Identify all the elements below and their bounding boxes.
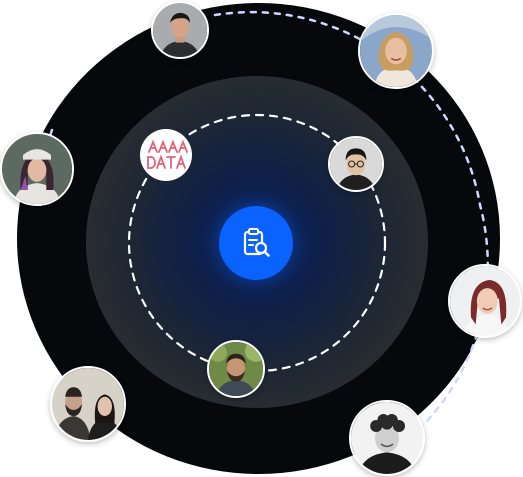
person-photo: [209, 342, 263, 396]
avatar-woman-purple-hair[interactable]: [0, 132, 74, 206]
person-photo: [351, 402, 423, 474]
clipboard-search-icon: [243, 228, 270, 257]
avatar-man-curly-hair[interactable]: [349, 400, 425, 476]
outer-dashed-orbit: [213, 10, 489, 452]
avatar-woman-blonde[interactable]: [358, 13, 434, 89]
avatar-couple[interactable]: [50, 366, 126, 442]
brand-logo-icon: [147, 139, 188, 169]
person-photo: [153, 3, 207, 57]
avatar-woman-red-hair[interactable]: [448, 264, 522, 338]
avatar-man-beard[interactable]: [207, 340, 265, 398]
avatar-man-short-hair[interactable]: [151, 1, 209, 59]
brand-logo: [140, 129, 192, 181]
person-photo: [330, 138, 382, 190]
avatar-man-glasses[interactable]: [328, 136, 384, 192]
person-photo: [450, 266, 520, 336]
person-photo: [2, 134, 72, 204]
review-button[interactable]: [219, 206, 293, 280]
person-photo: [360, 15, 432, 87]
person-photo: [52, 368, 124, 440]
